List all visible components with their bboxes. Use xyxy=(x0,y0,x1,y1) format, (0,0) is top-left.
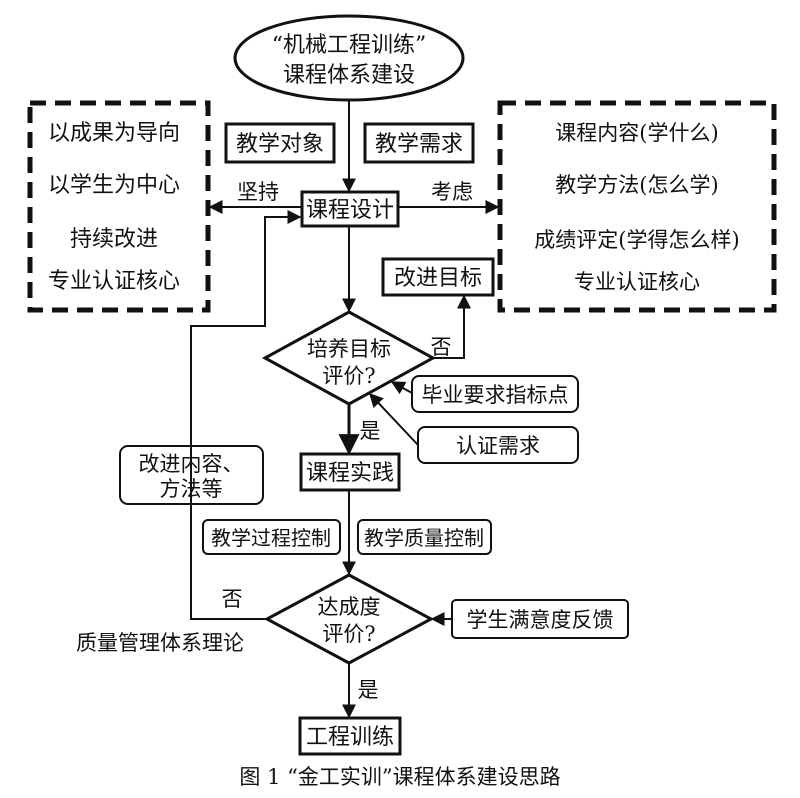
svg-text:教学质量控制: 教学质量控制 xyxy=(364,526,484,550)
decision2-no-label: 否 xyxy=(222,587,243,611)
svg-text:课程设计: 课程设计 xyxy=(306,198,394,223)
decision1-yes-label: 是 xyxy=(360,419,381,443)
right-panel: 课程内容(学什么) 教学方法(怎么学) 成绩评定(学得怎么样) 专业认证核心 xyxy=(497,100,777,313)
improve-goal-box: 改进目标 xyxy=(381,257,495,297)
svg-text:课程实践: 课程实践 xyxy=(306,461,394,486)
svg-text:学生满意度反馈: 学生满意度反馈 xyxy=(467,608,614,632)
left-item-3: 持续改进 xyxy=(70,227,158,252)
teaching-demand-box: 教学需求 xyxy=(363,122,475,164)
right-item-2: 教学方法(怎么学) xyxy=(555,173,718,197)
course-practice-box: 课程实践 xyxy=(299,452,401,492)
decision2-line1: 达成度 xyxy=(318,595,381,619)
decision1-line2: 评价? xyxy=(322,364,375,388)
right-item-3: 成绩评定(学得怎么样) xyxy=(534,228,739,252)
left-item-4: 专业认证核心 xyxy=(48,269,180,294)
right-item-4: 专业认证核心 xyxy=(574,270,700,294)
decision2-yes-label: 是 xyxy=(358,678,379,702)
start-line1: “机械工程训练” xyxy=(272,33,427,58)
connectors xyxy=(190,100,500,719)
left-item-2: 以学生为中心 xyxy=(48,173,180,198)
svg-text:改进目标: 改进目标 xyxy=(394,266,482,291)
decision1-no-label: 否 xyxy=(431,335,452,359)
svg-text:教学过程控制: 教学过程控制 xyxy=(211,526,331,550)
student-feedback-box: 学生满意度反馈 xyxy=(451,599,629,639)
quality-control-box: 教学质量控制 xyxy=(357,519,492,555)
process-control-box: 教学过程控制 xyxy=(202,519,341,555)
graduation-requirement-box: 毕业要求指标点 xyxy=(411,375,579,413)
decision1-line1: 培养目标 xyxy=(307,337,391,361)
course-design-box: 课程设计 xyxy=(300,190,400,228)
quality-theory-label: 质量管理体系理论 xyxy=(76,631,244,655)
start-line2: 课程体系建设 xyxy=(283,63,415,88)
decision-training-goal: 培养目标 评价? xyxy=(261,310,437,406)
engineering-training-box: 工程训练 xyxy=(298,716,402,756)
svg-text:认证需求: 认证需求 xyxy=(456,434,540,458)
svg-text:毕业要求指标点: 毕业要求指标点 xyxy=(422,383,569,407)
start-node: “机械工程训练” 课程体系建设 xyxy=(233,14,465,102)
svg-text:教学需求: 教学需求 xyxy=(375,132,463,157)
decision-achievement: 达成度 评价? xyxy=(263,573,435,665)
left-item-1: 以成果为导向 xyxy=(48,121,180,146)
decision2-line2: 评价? xyxy=(322,622,375,646)
figure-caption: 图 1 “金工实训”课程体系建设思路 xyxy=(239,765,560,789)
consider-label: 考虑 xyxy=(431,180,473,204)
insist-label: 坚持 xyxy=(237,180,279,204)
svg-text:教学对象: 教学对象 xyxy=(236,132,324,157)
certification-need-box: 认证需求 xyxy=(417,426,579,464)
svg-text:工程训练: 工程训练 xyxy=(306,725,394,750)
left-panel: 以成果为导向 以学生为中心 持续改进 专业认证核心 xyxy=(27,100,211,313)
right-item-1: 课程内容(学什么) xyxy=(555,121,718,145)
teaching-object-box: 教学对象 xyxy=(224,122,336,164)
